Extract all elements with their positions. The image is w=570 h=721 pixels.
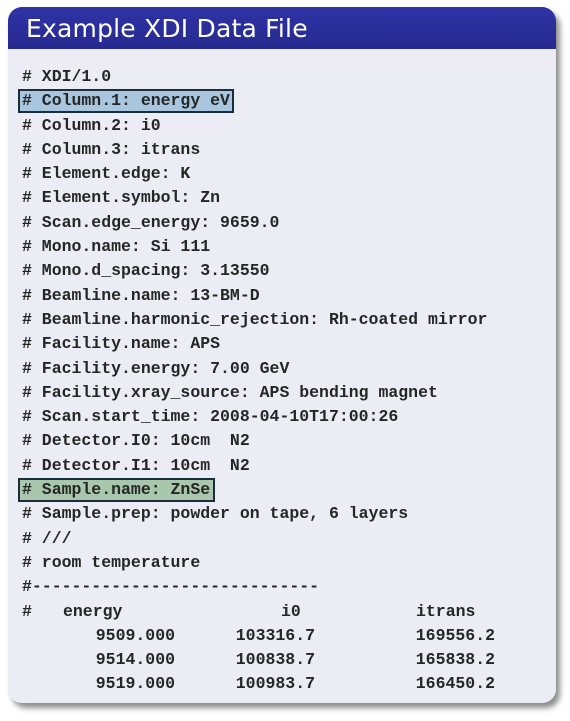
column-header-itrans: itrans: [416, 601, 476, 621]
cell-i0: 100838.7: [235, 650, 315, 670]
line-element-edge: # Element.edge: K: [22, 164, 191, 184]
xdi-file-lines: # XDI/1.0 # Column.1: energy eV # Column…: [18, 65, 542, 697]
cell-itrans: 169556.2: [415, 625, 495, 645]
cell-itrans: 166450.2: [415, 674, 495, 694]
table-header-hash: #: [22, 601, 32, 621]
line-element-symbol: # Element.symbol: Zn: [22, 188, 221, 208]
line-version: # XDI/1.0: [22, 67, 112, 86]
line-mono-name: # Mono.name: Si 111: [22, 237, 211, 257]
table-row: 9519.000 100983.7 166450.2: [22, 672, 542, 696]
line-sample-name: # Sample.name: ZnSe: [18, 478, 542, 503]
column-header-i0: i0: [281, 601, 301, 621]
line-detector-i0: # Detector.I0: 10cm N2: [22, 431, 250, 451]
line-facility-energy: # Facility.energy: 7.00 GeV: [22, 358, 290, 378]
line-sample-prep: # Sample.prep: powder on tape, 6 layers: [22, 504, 409, 524]
line-column-2: # Column.2: i0: [22, 115, 161, 135]
cell-energy: 9514.000: [95, 650, 175, 670]
line-facility-xray-source: # Facility.xray_source: APS bending magn…: [22, 382, 438, 402]
file-content: # XDI/1.0 # Column.1: energy eV # Column…: [8, 49, 556, 703]
panel-title: Example XDI Data File: [26, 13, 308, 43]
line-column-1: # Column.1: energy eV: [18, 89, 542, 114]
line-comment: # room temperature: [22, 552, 201, 572]
table-row: 9514.000 100838.7 165838.2: [22, 648, 542, 672]
line-beamline-name: # Beamline.name: 13-BM-D: [22, 285, 260, 305]
line-beamline-harmonic-rejection: # Beamline.harmonic_rejection: Rh-coated…: [22, 309, 488, 329]
highlight-column-1: # Column.1: energy eV: [18, 89, 234, 114]
table-row: 9509.000 103316.7 169556.2: [22, 624, 542, 648]
line-separator: #-----------------------------: [22, 577, 320, 597]
cell-energy: 9509.000: [95, 625, 175, 645]
line-scan-edge-energy: # Scan.edge_energy: 9659.0: [22, 212, 280, 232]
line-scan-start-time: # Scan.start_time: 2008-04-10T17:00:26: [22, 407, 399, 427]
line-facility-name: # Facility.name: APS: [22, 334, 221, 354]
cell-i0: 103316.7: [235, 625, 315, 645]
line-column-3: # Column.3: itrans: [22, 139, 201, 159]
line-header-end: # ///: [22, 528, 72, 548]
line-mono-d-spacing: # Mono.d_spacing: 3.13550: [22, 261, 270, 281]
cell-i0: 100983.7: [235, 674, 315, 694]
highlight-sample-name: # Sample.name: ZnSe: [18, 478, 216, 503]
column-header-energy: energy: [63, 601, 123, 621]
table-header-row: # energy i0 itrans: [22, 600, 542, 624]
cell-energy: 9519.000: [95, 674, 175, 694]
xdi-example-panel: Example XDI Data File # XDI/1.0 # Column…: [8, 7, 556, 703]
panel-title-bar: Example XDI Data File: [8, 7, 556, 49]
line-detector-i1: # Detector.I1: 10cm N2: [22, 455, 250, 475]
cell-itrans: 165838.2: [415, 650, 495, 670]
